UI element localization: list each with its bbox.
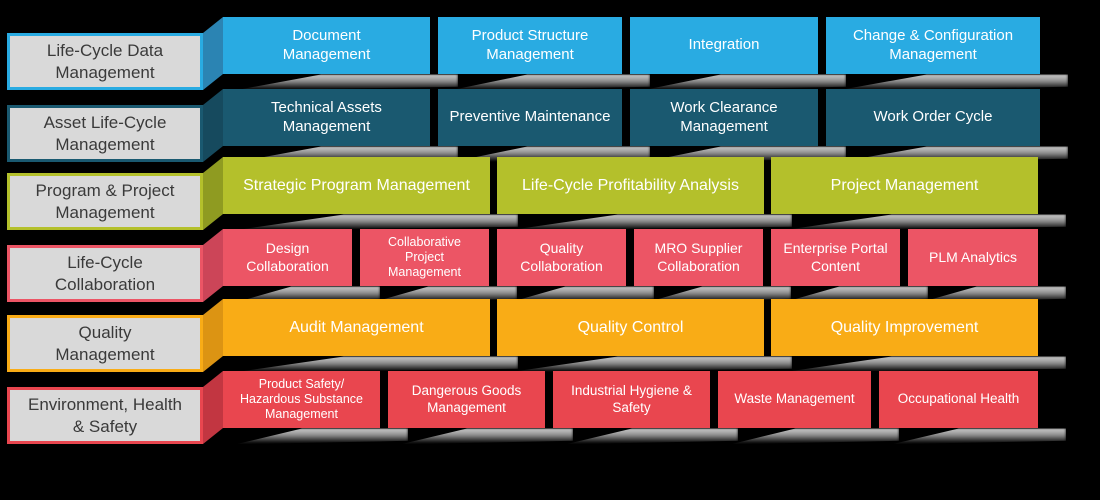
capability-box-collaborative-project-management: Collaborative Project Management <box>360 229 489 286</box>
ribbon-fold-environment-health-safety <box>203 371 223 444</box>
shadow <box>732 428 899 444</box>
shadow <box>237 428 408 444</box>
capability-box-enterprise-portal-content: Enterprise Portal Content <box>771 229 900 286</box>
category-label: Program & Project Management <box>35 181 175 222</box>
capability-label: Integration <box>688 36 760 54</box>
category-asset-life-cycle-management: Asset Life-Cycle Management <box>7 105 203 162</box>
category-label: Environment, Health & Safety <box>27 395 183 436</box>
shadow <box>567 428 738 444</box>
capability-label: Technical Assets Management <box>271 99 382 135</box>
capability-label: Change & Configuration Management <box>852 27 1014 63</box>
shadow <box>452 74 650 90</box>
shadow <box>237 214 518 230</box>
shadow <box>237 356 518 372</box>
shadow <box>511 214 792 230</box>
capability-label: Work Order Cycle <box>873 108 993 126</box>
shadow <box>785 214 1066 230</box>
capability-box-technical-assets-management: Technical Assets Management <box>223 89 430 146</box>
capability-box-audit-management: Audit Management <box>223 299 490 356</box>
capability-label: Quality Improvement <box>830 318 979 336</box>
capability-label: PLM Analytics <box>929 248 1017 265</box>
ribbon-fold-program-project <box>203 157 223 230</box>
capability-box-occupational-health: Occupational Health <box>879 371 1038 428</box>
capability-box-waste-management: Waste Management <box>718 371 871 428</box>
capability-label: Document Management <box>282 27 371 63</box>
category-program-project-management: Program & Project Management <box>7 173 203 230</box>
capability-box-product-structure-management: Product Structure Management <box>438 17 622 74</box>
capability-label: Enterprise Portal Content <box>783 240 888 274</box>
capability-label: Audit Management <box>289 318 424 336</box>
capability-box-industrial-hygiene-safety: Industrial Hygiene & Safety <box>553 371 710 428</box>
capability-box-document-management: Document Management <box>223 17 430 74</box>
capability-label: Work Clearance Management <box>670 99 778 135</box>
capability-label: Dangerous Goods Management <box>411 383 522 415</box>
capability-box-work-order-cycle: Work Order Cycle <box>826 89 1040 146</box>
capability-label: Product Structure Management <box>471 27 589 63</box>
category-label: Life-Cycle Data Management <box>46 41 164 82</box>
capability-label: Collaborative Project Management <box>388 234 461 280</box>
capability-box-dangerous-goods-management: Dangerous Goods Management <box>388 371 545 428</box>
capability-label: Industrial Hygiene & Safety <box>571 383 692 415</box>
shadow <box>644 74 846 90</box>
category-label: Quality Management <box>55 323 155 364</box>
capability-box-integration: Integration <box>630 17 818 74</box>
capability-label: MRO Supplier Collaboration <box>654 240 743 274</box>
capability-box-product-safety-hazardous-substance: Product Safety/ Hazardous Substance Mana… <box>223 371 380 428</box>
capability-box-quality-control: Quality Control <box>497 299 764 356</box>
category-label: Life-Cycle Collaboration <box>54 253 156 294</box>
capability-box-change-configuration-management: Change & Configuration Management <box>826 17 1040 74</box>
category-environment-health-safety: Environment, Health & Safety <box>7 387 203 444</box>
capability-label: Quality Control <box>577 318 684 336</box>
capability-label: Quality Collaboration <box>520 240 603 274</box>
category-quality-management: Quality Management <box>7 315 203 372</box>
ribbon-fold-life-cycle-collaboration <box>203 229 223 302</box>
category-life-cycle-data-management: Life-Cycle Data Management <box>7 33 203 90</box>
capability-label: Waste Management <box>734 391 855 407</box>
shadow <box>893 428 1066 444</box>
capability-box-preventive-maintenance: Preventive Maintenance <box>438 89 622 146</box>
shadow <box>402 428 573 444</box>
capability-label: Preventive Maintenance <box>449 108 611 126</box>
capability-box-quality-collaboration: Quality Collaboration <box>497 229 626 286</box>
category-life-cycle-collaboration: Life-Cycle Collaboration <box>7 245 203 302</box>
ribbon-fold-asset-life-cycle <box>203 89 223 162</box>
shadow <box>511 356 792 372</box>
capability-box-design-collaboration: Design Collaboration <box>223 229 352 286</box>
capability-box-plm-analytics: PLM Analytics <box>908 229 1038 286</box>
category-label: Asset Life-Cycle Management <box>43 113 167 154</box>
shadow <box>785 356 1066 372</box>
capability-label: Product Safety/ Hazardous Substance Mana… <box>240 376 363 422</box>
ribbon-fold-life-cycle-data <box>203 17 223 90</box>
capability-box-work-clearance-management: Work Clearance Management <box>630 89 818 146</box>
capability-label: Design Collaboration <box>246 240 329 274</box>
capability-box-project-management: Project Management <box>771 157 1038 214</box>
capability-label: Project Management <box>830 176 979 194</box>
capability-box-mro-supplier-collaboration: MRO Supplier Collaboration <box>634 229 763 286</box>
capability-label: Occupational Health <box>897 391 1020 407</box>
capability-box-strategic-program-management: Strategic Program Management <box>223 157 490 214</box>
shadow <box>840 74 1068 90</box>
capability-label: Life-Cycle Profitability Analysis <box>522 176 739 194</box>
capability-label: Strategic Program Management <box>243 176 470 194</box>
capability-box-quality-improvement: Quality Improvement <box>771 299 1038 356</box>
shadow <box>237 74 458 90</box>
capability-box-life-cycle-profitability-analysis: Life-Cycle Profitability Analysis <box>497 157 764 214</box>
ribbon-fold-quality-management <box>203 299 223 372</box>
